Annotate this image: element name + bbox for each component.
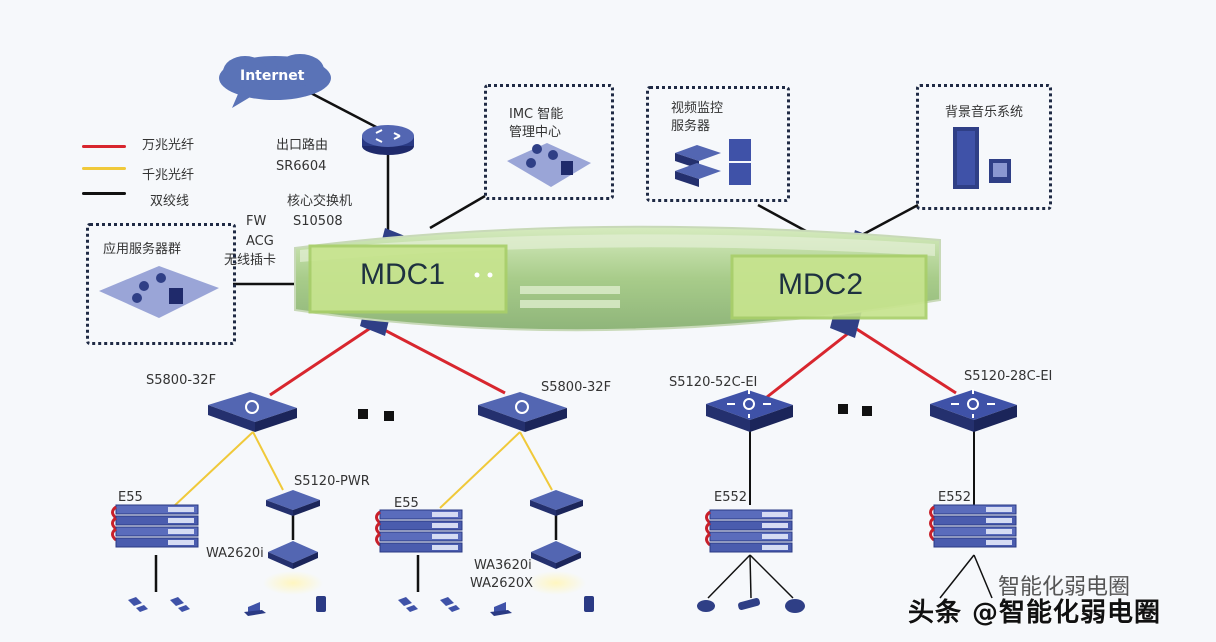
link-core-s5800-right	[374, 323, 506, 395]
link-s5800r-poe	[519, 431, 553, 491]
legend-gig-label: 千兆光纤	[142, 168, 195, 183]
ellipsis-right	[838, 404, 872, 416]
s5800-right-switch-icon	[478, 392, 567, 432]
video-servers-icon	[675, 139, 751, 187]
s5800-left-label: S5800-32F	[146, 373, 217, 388]
link-e552-cam2	[749, 554, 752, 599]
ap-right-label-2: WA2620X	[470, 576, 534, 591]
laptop-icons	[244, 602, 512, 616]
watermark-text: 头条 @智能化弱电圈	[908, 598, 1162, 628]
s5120-left-label: S5120-52C-EI	[669, 375, 758, 390]
imc-title-line1: IMC 智能	[509, 107, 564, 122]
link-core-s5120-right	[854, 326, 957, 395]
e552-left-label: E552	[714, 490, 748, 505]
background-music-group: 背景音乐系统	[916, 84, 1052, 210]
e552-right-stack-icon	[929, 504, 1017, 548]
ap-right-label-1: WA3620i	[474, 558, 532, 573]
core-switch-icon	[294, 225, 941, 338]
imc-center-group: IMC 智能 管理中心	[484, 84, 614, 200]
music-title: 背景音乐系统	[945, 105, 1024, 120]
core-switch-model-label: S10508	[293, 214, 343, 229]
acg-board-label: ACG	[246, 234, 274, 249]
legend-ten-gig-label: 万兆光纤	[142, 138, 195, 153]
imc-title-line2: 管理中心	[509, 125, 562, 140]
router-icon	[362, 125, 414, 155]
fw-board-label: FW	[246, 214, 267, 229]
wireless-board-label: 无线插卡	[224, 253, 277, 268]
legend-twisted-swatch	[82, 192, 126, 195]
gig-fiber-links	[171, 431, 553, 509]
e552-left-stack-icon	[705, 509, 793, 553]
router-model-label: SR6604	[276, 159, 327, 174]
internet-label: Internet	[240, 68, 305, 84]
imc-center-icon	[507, 143, 591, 187]
router-name-label: 出口路由	[276, 138, 329, 153]
app-servers-icon	[99, 266, 219, 318]
camera-icons	[697, 597, 805, 613]
e552-right-label: E552	[938, 490, 972, 505]
e55-left-label: E55	[118, 490, 143, 505]
link-core-s5120-left	[766, 326, 856, 399]
video-surveillance-group: 视频监控 服务器	[646, 86, 790, 202]
link-music-core	[859, 203, 919, 238]
legend-gig-swatch	[82, 167, 126, 170]
watermark-overlay-text: 智能化弱电圈	[998, 575, 1131, 600]
s5120-left-switch-icon	[706, 389, 793, 432]
link-s5800l-e55	[171, 431, 254, 509]
link-internet-router	[304, 88, 379, 130]
poe-switch-right-icon	[530, 490, 583, 516]
legend-ten-gig-swatch	[82, 145, 126, 148]
video-title-line2: 服务器	[671, 119, 711, 134]
app-servers-title: 应用服务器群	[103, 242, 182, 257]
mdc1-panel	[308, 244, 508, 314]
ap-right-icon	[526, 541, 586, 595]
ap-left-label: WA2620i	[206, 546, 264, 561]
s5120-right-label: S5120-28C-EI	[964, 369, 1053, 384]
link-e552-cam1	[707, 554, 751, 599]
app-servers-group: 应用服务器群	[86, 223, 236, 345]
e55-left-stack-icon	[111, 504, 199, 548]
link-e552-cam3	[749, 554, 794, 599]
internet-cloud	[219, 54, 331, 108]
s5120-right-switch-icon	[930, 389, 1017, 432]
ap-left-icon	[263, 541, 323, 595]
ellipsis-left	[358, 409, 394, 421]
mdc2-panel	[730, 254, 928, 320]
pc-cluster-icons	[128, 597, 460, 612]
twisted-pair-links	[154, 88, 993, 599]
video-title-line1: 视频监控	[671, 101, 724, 116]
tablet-icons	[316, 596, 594, 612]
e55-mid-stack-icon	[375, 509, 463, 553]
link-core-s5800-left	[269, 323, 376, 397]
link-s5800r-e55	[439, 431, 521, 509]
mdc1-label: MDC1	[360, 258, 446, 291]
link-e552r-dev2	[973, 554, 993, 599]
s5800-left-switch-icon	[208, 392, 297, 432]
legend-twisted-label: 双绞线	[150, 194, 190, 209]
poe-switch-label: S5120-PWR	[294, 474, 370, 489]
link-e552r-dev1	[939, 554, 975, 599]
link-s5800l-poe	[252, 431, 284, 491]
link-imc-core	[429, 194, 486, 230]
s5800-right-label: S5800-32F	[541, 380, 612, 395]
mdc2-label: MDC2	[778, 268, 864, 301]
music-server-icon	[953, 127, 1011, 189]
ten-gig-fiber-links	[269, 323, 957, 399]
core-switch-name-label: 核心交换机	[287, 194, 353, 209]
poe-switch-left-icon	[266, 490, 320, 516]
e55-mid-label: E55	[394, 496, 419, 511]
